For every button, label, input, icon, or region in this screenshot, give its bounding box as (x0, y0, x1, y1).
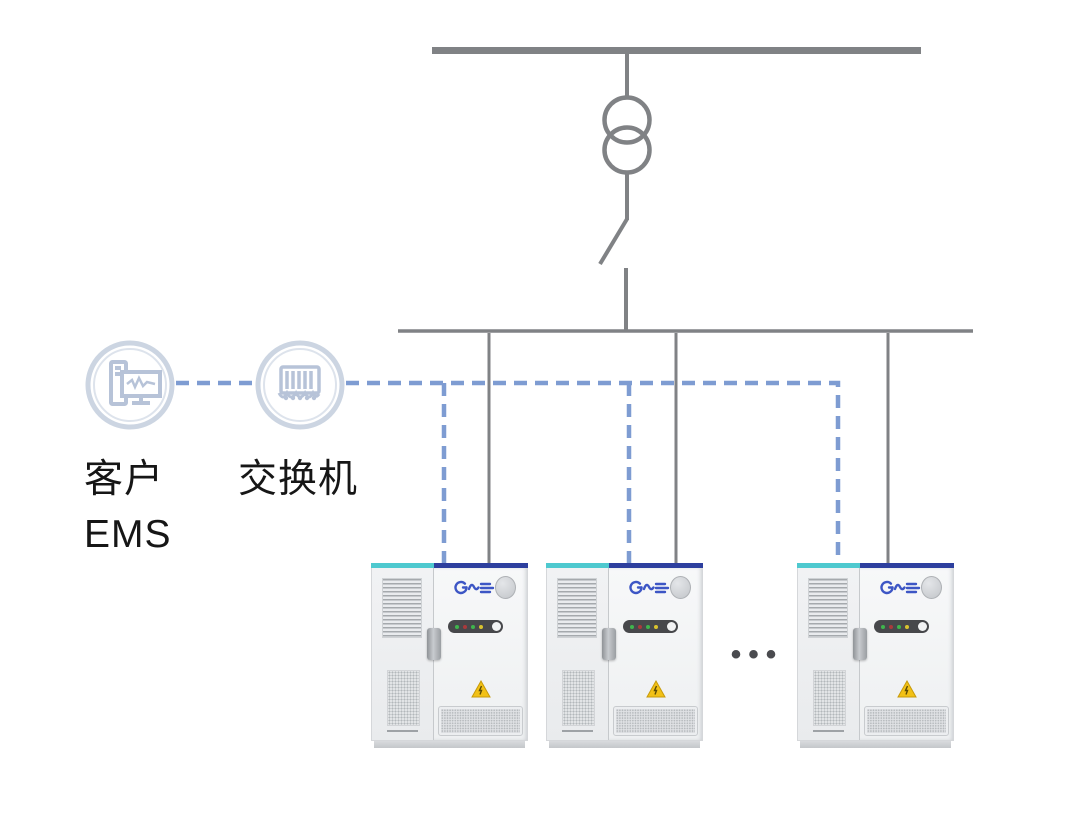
cabinet-top-strip-blue (433, 563, 528, 568)
warning-triangle-icon (896, 680, 917, 698)
ventilation-grille (808, 578, 849, 638)
cabinet-top-strip (546, 563, 703, 568)
comms-trunk-switch-to-cabinets (346, 380, 841, 566)
led-red-icon (463, 624, 467, 629)
cabinet-left-door (372, 568, 434, 740)
grid-busbar-top (432, 47, 921, 54)
status-led-bar (874, 620, 929, 633)
led-indicator-button (667, 622, 676, 631)
cabinet-base (800, 741, 951, 748)
led-yellow-icon (479, 624, 483, 629)
battery-cabinet (546, 563, 703, 748)
led-red-icon (889, 624, 893, 629)
more-units-ellipsis: ••• (730, 638, 784, 671)
transformer-primary-winding (602, 95, 652, 145)
cabinet-top-strip-blue (859, 563, 954, 568)
led-red-icon (638, 624, 642, 629)
cabinet-top-strip (797, 563, 954, 568)
status-led-bar (623, 620, 678, 633)
customer-ems-label: 客户 EMS (84, 452, 172, 563)
cabinet-body (546, 568, 703, 741)
cabinet-right-door (860, 568, 953, 740)
network-switch-icon (255, 340, 345, 430)
cabinet-top-strip (371, 563, 528, 568)
brand-logo-icon (629, 580, 670, 595)
brand-logo-icon (454, 580, 495, 595)
warning-triangle-icon (470, 680, 491, 698)
door-knob (495, 576, 516, 599)
bottom-vent-panel (863, 706, 950, 736)
status-led-bar (448, 620, 503, 633)
disconnect-switch-blade (598, 217, 629, 266)
vent-underline (387, 730, 418, 732)
led-green-icon (471, 624, 475, 629)
cabinet-top-strip-teal (797, 563, 860, 568)
battery-cabinet (797, 563, 954, 748)
transformer-secondary-winding (602, 125, 652, 175)
led-green-icon (455, 624, 459, 629)
ems-computer-icon (85, 340, 175, 430)
cabinet-body (371, 568, 528, 741)
vent-underline (813, 730, 844, 732)
warning-triangle-icon (645, 680, 666, 698)
led-indicator-button (918, 622, 927, 631)
led-green-icon (630, 624, 634, 629)
cabinet-body (797, 568, 954, 741)
cabinet-left-door (547, 568, 609, 740)
cabinet-top-strip-blue (608, 563, 703, 568)
cabinet-right-door (609, 568, 702, 740)
led-green-icon (646, 624, 650, 629)
cabinet-base (549, 741, 700, 748)
customer-ems-label-line1: 客户 (84, 458, 165, 501)
ventilation-grille (557, 578, 598, 638)
door-handle (602, 628, 616, 660)
door-handle (427, 628, 441, 660)
perforated-vent (387, 670, 420, 726)
led-indicator-button (492, 622, 501, 631)
door-handle (853, 628, 867, 660)
cabinet-top-strip-teal (546, 563, 609, 568)
bottom-vent-panel (437, 706, 524, 736)
door-knob (670, 576, 691, 599)
cabinet-top-strip-teal (371, 563, 434, 568)
brand-logo-icon (880, 580, 921, 595)
cabinet-base (374, 741, 525, 748)
led-green-icon (881, 624, 885, 629)
perforated-vent (813, 670, 846, 726)
customer-ems-label-line2: EMS (84, 513, 172, 557)
led-green-icon (897, 624, 901, 629)
perforated-vent (562, 670, 595, 726)
network-switch-label: 交换机 (238, 458, 359, 501)
led-yellow-icon (905, 624, 909, 629)
battery-cabinet (371, 563, 528, 748)
door-knob (921, 576, 942, 599)
vent-underline (562, 730, 593, 732)
ventilation-grille (382, 578, 423, 638)
cabinet-left-door (798, 568, 860, 740)
led-yellow-icon (654, 624, 658, 629)
cabinet-right-door (434, 568, 527, 740)
bottom-vent-panel (612, 706, 699, 736)
